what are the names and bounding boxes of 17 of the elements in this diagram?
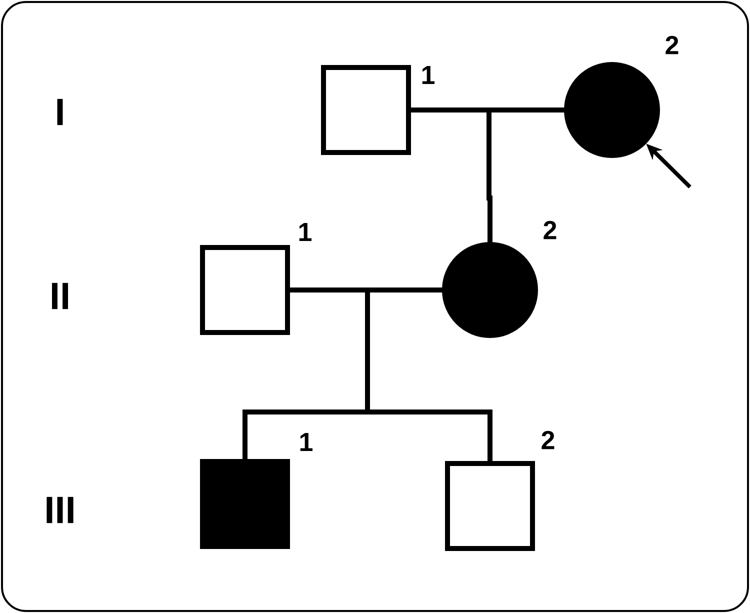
square-symbol: [445, 461, 535, 551]
individual-number: 2: [542, 430, 554, 450]
circle-symbol: [564, 62, 660, 158]
family-line: [242, 288, 492, 464]
family-line: [408, 108, 566, 244]
square-symbol: [200, 459, 290, 549]
individual-number: 1: [299, 223, 312, 241]
individual-number: 2: [544, 220, 556, 240]
generation-label: II: [52, 282, 68, 310]
individual-number: 2: [666, 36, 678, 54]
individual-number: 1: [422, 66, 434, 84]
square-symbol: [200, 245, 290, 335]
circle-symbol: [442, 242, 538, 338]
square-symbol: [321, 65, 411, 155]
individual-number: 1: [300, 433, 313, 451]
generation-label: III: [46, 496, 74, 524]
generation-label: I: [57, 98, 63, 126]
